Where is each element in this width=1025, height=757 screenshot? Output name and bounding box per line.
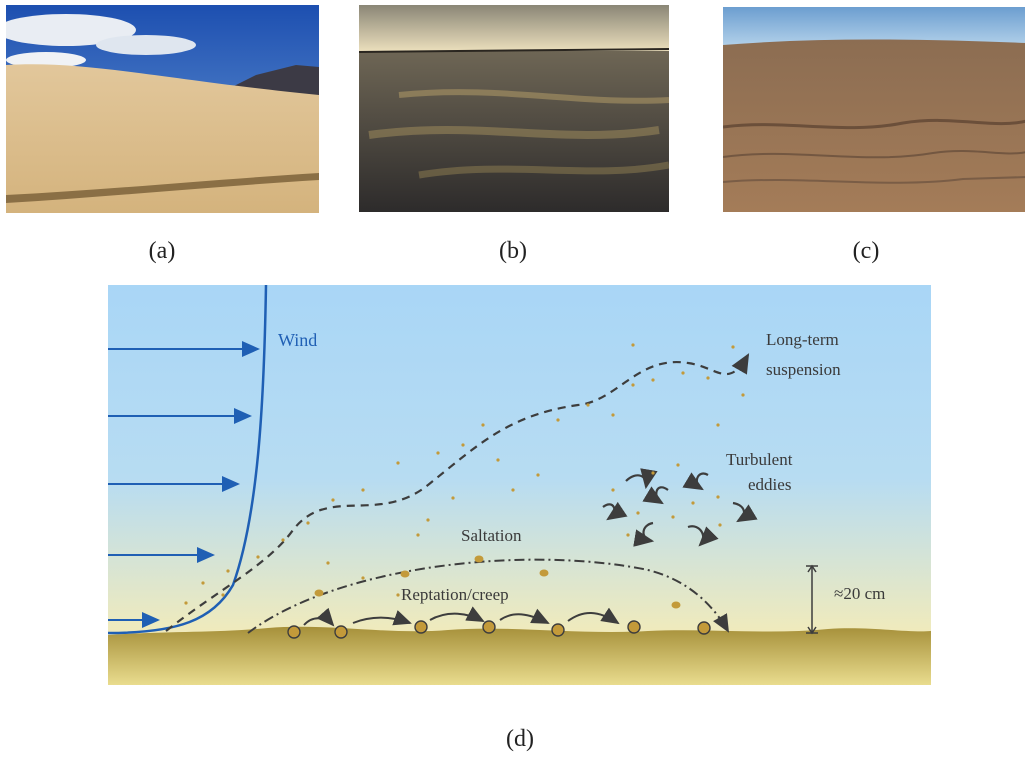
photo-a-sand-blowing [6, 5, 319, 213]
ground [108, 626, 931, 685]
eddy-particles [611, 463, 722, 537]
suspension-trajectory [165, 353, 750, 632]
creep-hops [303, 606, 620, 627]
height-label: ≈20 cm [834, 584, 885, 603]
eddies-label-2: eddies [748, 475, 791, 494]
suspended-dust-particles [184, 343, 745, 605]
creep-label: Reptation/creep [401, 585, 509, 604]
height-marker [806, 564, 818, 635]
saltating-grains [314, 555, 681, 609]
schematic-sand-transport: Wind [108, 285, 931, 685]
eddies-label-1: Turbulent [726, 450, 793, 469]
photo-c-dune-ripples [723, 7, 1025, 212]
saltation-label: Saltation [461, 526, 522, 545]
caption-b: (b) [499, 238, 527, 264]
suspension-label-1: Long-term [766, 330, 839, 349]
turbulent-eddies [602, 468, 758, 547]
caption-a: (a) [148, 238, 176, 264]
photo-b-sand-streamers [359, 5, 669, 212]
saltation-trajectory [247, 558, 729, 634]
suspension-label-2: suspension [766, 360, 841, 379]
caption-c: (c) [852, 238, 880, 264]
creep-grains [287, 620, 711, 639]
caption-d: (d) [506, 726, 534, 752]
wind-label: Wind [278, 330, 317, 350]
